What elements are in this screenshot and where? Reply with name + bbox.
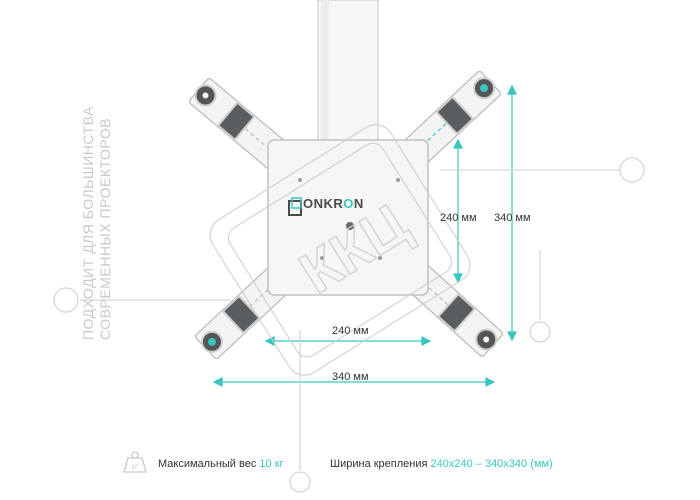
mount-width-label: Ширина крепления bbox=[330, 458, 428, 470]
brand-logo: ONKRON bbox=[303, 196, 364, 211]
onkron-logo-icon bbox=[288, 197, 302, 216]
side-caption-line-2: СОВРЕМЕННЫХ ПРОЕКТОРОВ bbox=[97, 117, 113, 340]
mount-width: Ширина крепления 240х240 – 340х340 (мм) bbox=[330, 458, 553, 470]
side-caption: ПОДХОДИТ ДЛЯ БОЛЬШИНСТВА СОВРЕМЕННЫХ ПРО… bbox=[80, 106, 114, 340]
dim-inner-horizontal: 240 мм bbox=[332, 325, 369, 337]
weight-icon-label: КГ bbox=[132, 465, 139, 471]
side-caption-line-1: ПОДХОДИТ ДЛЯ БОЛЬШИНСТВА bbox=[80, 106, 96, 340]
mount-width-value: 240х240 – 340х340 (мм) bbox=[430, 458, 553, 470]
dim-outer-horizontal: 340 мм bbox=[332, 371, 369, 383]
mount-plate bbox=[267, 139, 429, 296]
max-weight: Максимальный вес 10 кг bbox=[158, 458, 284, 470]
dimension-lines bbox=[212, 84, 517, 387]
dim-inner-vertical: 240 мм bbox=[440, 212, 477, 224]
logo-text-2: O bbox=[343, 196, 354, 211]
logo-text-1: ONKR bbox=[303, 196, 344, 211]
weight-icon: КГ bbox=[123, 451, 147, 473]
max-weight-value: 10 кг bbox=[259, 458, 284, 470]
max-weight-label: Максимальный вес bbox=[158, 458, 257, 470]
ceiling-pole bbox=[317, 0, 379, 151]
logo-text-3: N bbox=[353, 196, 364, 211]
dim-outer-vertical: 340 мм bbox=[494, 212, 531, 224]
